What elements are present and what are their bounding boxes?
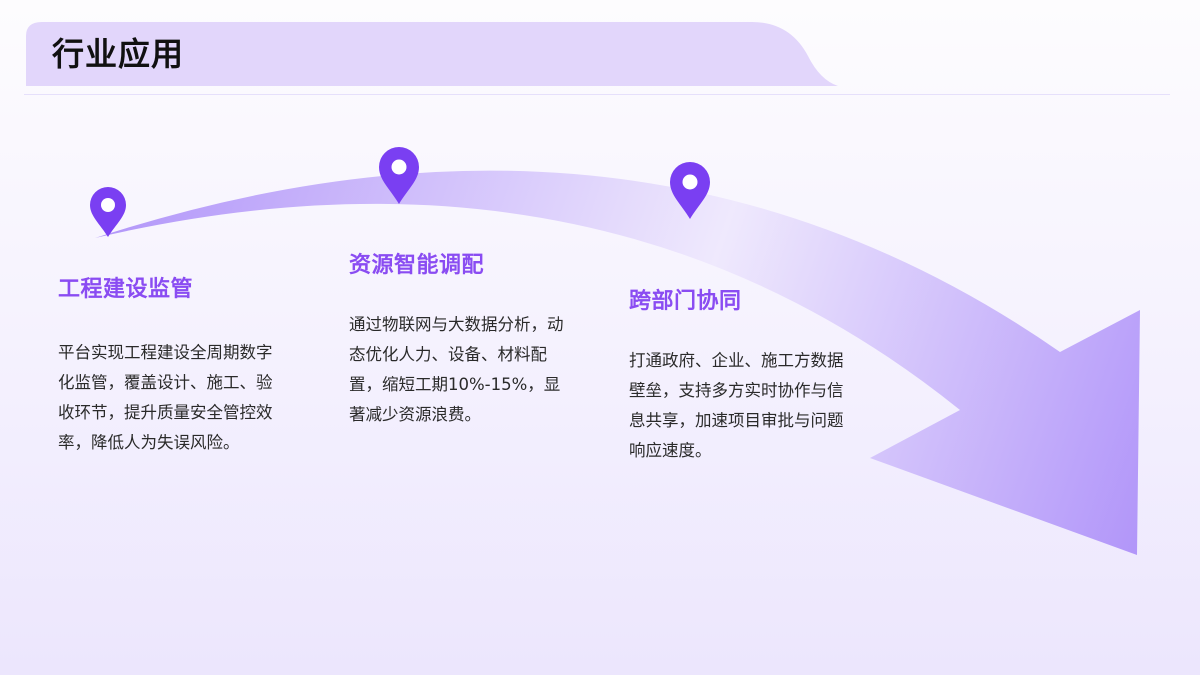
page-title: 行业应用	[52, 35, 185, 73]
header-divider	[24, 94, 1170, 95]
location-pin-icon	[670, 162, 710, 219]
location-pin-icon	[379, 147, 419, 204]
step-resource-allocation: 资源智能调配 通过物联网与大数据分析，动态优化人力、设备、材料配置，缩短工期10…	[349, 251, 575, 430]
step-cross-department-collaboration: 跨部门协同 打通政府、企业、施工方数据壁垒，支持多方实时协作与信息共享，加速项目…	[629, 287, 847, 466]
step-title: 资源智能调配	[349, 253, 485, 278]
step-title: 跨部门协同	[629, 289, 742, 314]
step-engineering-supervision: 工程建设监管 平台实现工程建设全周期数字化监管，覆盖设计、施工、验收环节，提升质…	[58, 275, 276, 458]
step-description: 平台实现工程建设全周期数字化监管，覆盖设计、施工、验收环节，提升质量安全管控效率…	[58, 343, 273, 452]
step-description: 通过物联网与大数据分析，动态优化人力、设备、材料配置，缩短工期10%-15%，显…	[349, 315, 564, 424]
location-pin-icon	[90, 187, 126, 237]
step-title: 工程建设监管	[58, 277, 194, 302]
title-tab	[26, 22, 838, 86]
step-description: 打通政府、企业、施工方数据壁垒，支持多方实时协作与信息共享，加速项目审批与问题响…	[629, 351, 844, 460]
curved-flow-arrow	[95, 170, 1140, 556]
